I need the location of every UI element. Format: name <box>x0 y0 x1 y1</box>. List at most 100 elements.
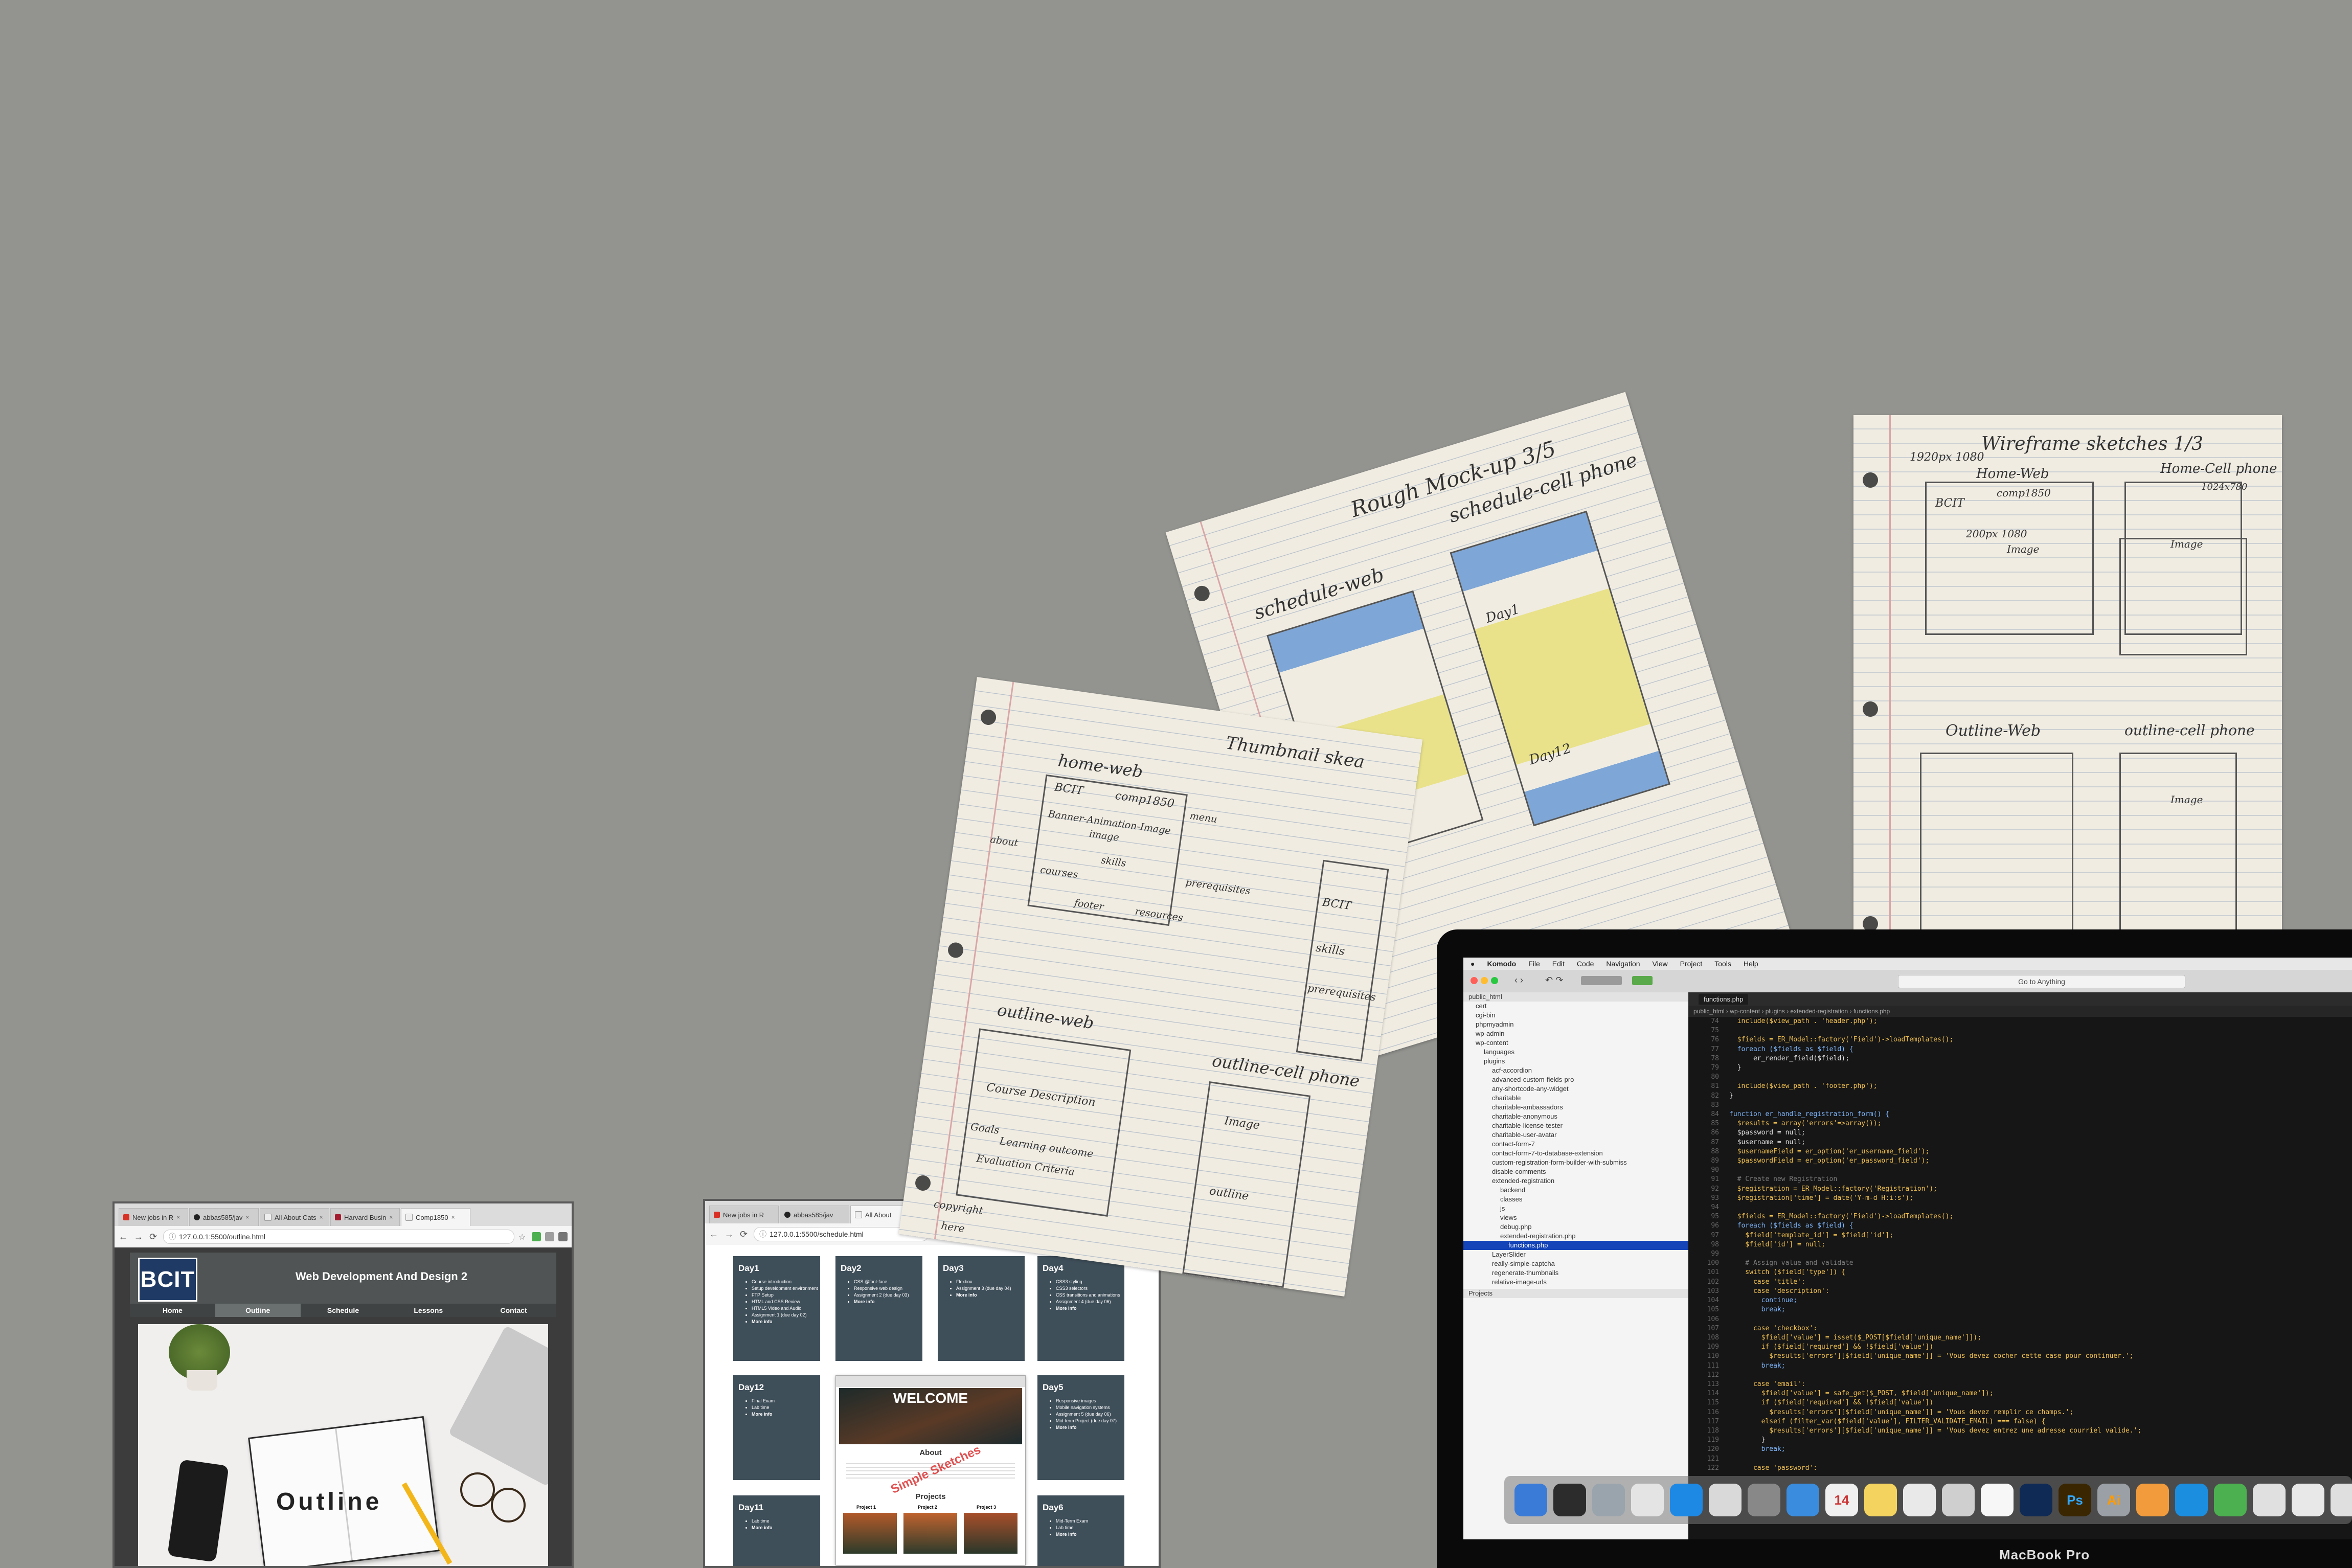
code-line[interactable]: 119 } <box>1688 1436 2352 1445</box>
nav-contact[interactable]: Contact <box>500 1306 527 1314</box>
dock-app-icon[interactable]: Ai <box>2097 1484 2130 1516</box>
nav-lessons[interactable]: Lessons <box>414 1306 443 1314</box>
code-line[interactable]: 107 case 'checkbox': <box>1688 1324 2352 1333</box>
dock-app-icon[interactable] <box>2175 1484 2208 1516</box>
tree-item[interactable]: classes <box>1500 1195 1523 1203</box>
dock-app-icon[interactable] <box>1942 1484 1975 1516</box>
menu-view[interactable]: View <box>1652 960 1668 968</box>
back-icon[interactable]: ← <box>119 1231 128 1242</box>
code-line[interactable]: 118 $results['errors'][$field['unique_na… <box>1688 1426 2352 1436</box>
maximize-window-icon[interactable] <box>1491 977 1498 984</box>
code-line[interactable]: 89 $passwordField = er_option('er_passwo… <box>1688 1156 2352 1166</box>
tab-new-jobs[interactable]: New jobs in R× <box>119 1208 188 1226</box>
tree-item[interactable]: extended-registration.php <box>1500 1232 1576 1240</box>
dock-app-icon[interactable] <box>1864 1484 1897 1516</box>
tab-new-jobs[interactable]: New jobs in R <box>709 1206 779 1223</box>
code-line[interactable]: 77 foreach ($fields as $field) { <box>1688 1045 2352 1054</box>
menu-file[interactable]: File <box>1528 960 1540 968</box>
menu-help[interactable]: Help <box>1743 960 1758 968</box>
tree-item[interactable]: extended-registration <box>1492 1177 1555 1185</box>
tree-item[interactable]: cgi-bin <box>1476 1011 1496 1019</box>
dock-app-icon[interactable] <box>2136 1484 2169 1516</box>
code-line[interactable]: 91 # Create new Registration <box>1688 1175 2352 1184</box>
projects-pane-header[interactable]: Projects <box>1463 1289 1688 1298</box>
code-line[interactable]: 108 $field['value'] = isset($_POST[$fiel… <box>1688 1333 2352 1343</box>
close-icon[interactable]: × <box>451 1214 455 1221</box>
nav-outline[interactable]: Outline <box>215 1304 301 1317</box>
code-line[interactable]: 79 } <box>1688 1063 2352 1073</box>
close-icon[interactable]: × <box>176 1214 180 1221</box>
code-line[interactable]: 115 if ($field['required'] && !$field['v… <box>1688 1398 2352 1407</box>
code-line[interactable]: 95 $fields = ER_Model::factory('Field')-… <box>1688 1212 2352 1221</box>
tree-item[interactable]: languages <box>1484 1048 1514 1056</box>
code-line[interactable]: 103 case 'description': <box>1688 1287 2352 1296</box>
code-line[interactable]: 74 include($view_path . 'header.php'); <box>1688 1017 2352 1026</box>
more-info-link[interactable]: More info <box>854 1299 922 1305</box>
reload-icon[interactable]: ⟳ <box>740 1229 748 1239</box>
code-line[interactable]: 75 <box>1688 1026 2352 1035</box>
dock-app-icon[interactable]: 14 <box>1825 1484 1858 1516</box>
close-icon[interactable]: × <box>245 1214 250 1221</box>
code-line[interactable]: 113 case 'email': <box>1688 1380 2352 1389</box>
forward-icon[interactable]: → <box>725 1229 734 1239</box>
code-line[interactable]: 105 break; <box>1688 1305 2352 1314</box>
dock-app-icon[interactable] <box>2292 1484 2324 1516</box>
code-line[interactable]: 117 elseif (filter_var($field['value'], … <box>1688 1417 2352 1426</box>
tree-item[interactable]: regenerate-thumbnails <box>1492 1269 1559 1277</box>
code-line[interactable]: 94 <box>1688 1203 2352 1212</box>
tree-item[interactable]: disable-comments <box>1492 1168 1546 1175</box>
code-line[interactable]: 111 break; <box>1688 1361 2352 1371</box>
code-line[interactable]: 78 er_render_field($field); <box>1688 1054 2352 1063</box>
dock-app-icon[interactable] <box>1903 1484 1936 1516</box>
tree-item[interactable]: public_html <box>1463 992 1688 1002</box>
tree-item[interactable]: debug.php <box>1500 1223 1532 1231</box>
tab-functions-php[interactable]: functions.php <box>1699 993 1749 1005</box>
code-line[interactable]: 122 case 'password': <box>1688 1464 2352 1473</box>
dock-app-icon[interactable]: Ps <box>2059 1484 2091 1516</box>
tab-cats[interactable]: All About Cats× <box>260 1208 329 1226</box>
dock-app-icon[interactable] <box>1553 1484 1586 1516</box>
more-info-link[interactable]: More info <box>956 1292 1025 1299</box>
code-line[interactable]: 80 <box>1688 1073 2352 1082</box>
code-line[interactable]: 81 include($view_path . 'footer.php'); <box>1688 1082 2352 1091</box>
dock-app-icon[interactable] <box>1981 1484 2014 1516</box>
dock-app-icon[interactable] <box>1631 1484 1664 1516</box>
menu-edit[interactable]: Edit <box>1552 960 1565 968</box>
tree-item[interactable]: contact-form-7-to-database-extension <box>1492 1149 1603 1157</box>
tree-item[interactable]: really-simple-captcha <box>1492 1260 1555 1267</box>
undo-icon[interactable]: ↶ ↷ <box>1545 975 1564 985</box>
menu-app[interactable]: Komodo <box>1487 960 1517 968</box>
dock-app-icon[interactable] <box>1670 1484 1703 1516</box>
code-line[interactable]: 97 $field['template_id'] = $field['id']; <box>1688 1231 2352 1240</box>
code-line[interactable]: 92 $registration = ER_Model::factory('Re… <box>1688 1185 2352 1194</box>
menu-project[interactable]: Project <box>1680 960 1703 968</box>
tree-item[interactable]: wp-admin <box>1476 1030 1505 1037</box>
tab-github[interactable]: abbas585/jav <box>780 1206 849 1223</box>
tree-item[interactable]: advanced-custom-fields-pro <box>1492 1076 1574 1083</box>
code-line[interactable]: 104 continue; <box>1688 1296 2352 1305</box>
apple-icon[interactable]: ● <box>1471 960 1475 968</box>
dock-app-icon[interactable] <box>1709 1484 1742 1516</box>
reload-icon[interactable]: ⟳ <box>149 1231 157 1242</box>
menu-navigation[interactable]: Navigation <box>1606 960 1640 968</box>
more-info-link[interactable]: More info <box>1056 1424 1124 1431</box>
dock-app-icon[interactable] <box>1514 1484 1547 1516</box>
extension-icon[interactable] <box>558 1232 568 1241</box>
extension-icon[interactable] <box>545 1232 554 1241</box>
save-icon[interactable] <box>1581 976 1622 985</box>
tree-item[interactable]: contact-form-7 <box>1492 1140 1535 1148</box>
code-editor[interactable]: functions.php public_html › wp-content ›… <box>1688 992 2352 1539</box>
tree-item[interactable]: js <box>1500 1205 1505 1212</box>
code-line[interactable]: 101 switch ($field['type']) { <box>1688 1268 2352 1277</box>
code-line[interactable]: 112 <box>1688 1371 2352 1380</box>
tree-item[interactable]: cert <box>1476 1002 1487 1010</box>
code-line[interactable]: 110 $results['errors'][$field['unique_na… <box>1688 1352 2352 1361</box>
close-icon[interactable]: × <box>319 1214 323 1221</box>
tree-item[interactable]: acf-accordion <box>1492 1066 1532 1074</box>
code-line[interactable]: 106 <box>1688 1315 2352 1324</box>
more-info-link[interactable]: More info <box>752 1525 820 1531</box>
more-info-link[interactable]: More info <box>752 1319 820 1325</box>
tree-item[interactable]: views <box>1500 1214 1517 1221</box>
